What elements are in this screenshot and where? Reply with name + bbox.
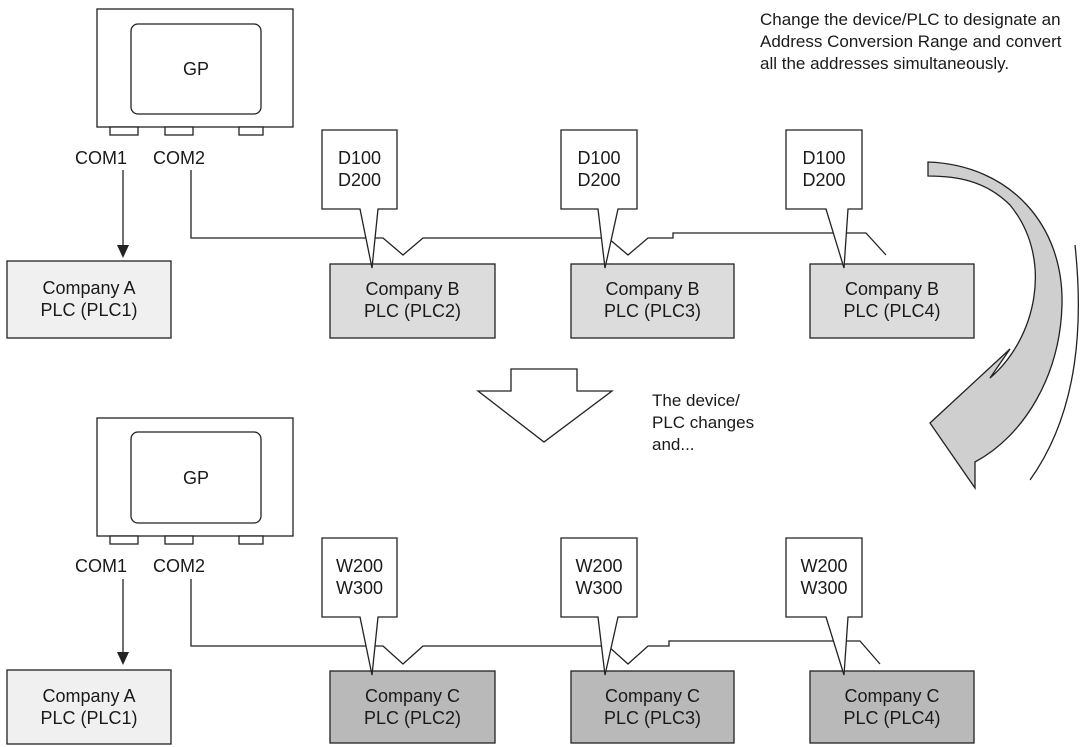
callout-bottom-2 xyxy=(560,537,638,676)
callout-top-3 xyxy=(785,129,863,269)
com1-label-bottom: COM1 xyxy=(75,556,128,576)
com2-bus-bottom xyxy=(190,579,881,665)
plc-a-line1-bottom: Company A xyxy=(42,686,136,706)
address-2: W300 xyxy=(575,578,623,598)
plc-a-line2-top: PLC (PLC1) xyxy=(40,300,138,320)
plc-line1: Company C xyxy=(604,686,701,706)
down-arrow-shape xyxy=(476,368,614,443)
plc-box-top-3 xyxy=(809,263,975,339)
plc-line1: Company B xyxy=(605,279,700,299)
callout-top-1 xyxy=(321,129,398,269)
plc-box-bottom-3 xyxy=(809,670,975,744)
plc-line2: PLC (PLC4) xyxy=(843,708,941,728)
plc-box-bottom-2 xyxy=(570,670,735,744)
plc-label-top-3: Company B PLC (PLC4) xyxy=(810,278,974,322)
address-label-bottom-2: W200 W300 xyxy=(561,555,637,599)
address-1: D100 xyxy=(802,148,846,168)
address-1: W200 xyxy=(800,556,848,576)
note-top: Change the device/PLC to designate an Ad… xyxy=(760,10,1062,73)
plc-a-line1-top: Company A xyxy=(42,278,136,298)
gp-device-top xyxy=(96,8,294,136)
com2-bus-top xyxy=(190,170,887,256)
plc-line2: PLC (PLC3) xyxy=(603,301,702,321)
plc-line1: Company B xyxy=(365,279,460,299)
gp-device-bottom xyxy=(96,417,294,545)
address-label-top-1: D100 D200 xyxy=(322,147,397,191)
gp-label-top: GP xyxy=(182,59,209,79)
address-1: D100 xyxy=(337,148,382,168)
plc-a-box-bottom xyxy=(6,669,172,745)
address-1: D100 xyxy=(577,148,621,168)
address-label-bottom-1: W200 W300 xyxy=(322,555,397,599)
plc-a-box-top xyxy=(6,260,172,339)
address-label-top-3: D100 D200 xyxy=(786,147,862,191)
com1-label-top: COM1 xyxy=(75,148,128,168)
plc-label-top-2: Company B PLC (PLC3) xyxy=(571,278,734,322)
plc-line1: Company C xyxy=(364,686,461,706)
plc-a-line2-bottom: PLC (PLC1) xyxy=(40,708,138,728)
plc-label-bottom-2: Company C PLC (PLC3) xyxy=(571,685,734,729)
callout-bottom-1 xyxy=(321,537,398,676)
address-2: W300 xyxy=(800,578,848,598)
plc-line2: PLC (PLC2) xyxy=(363,708,462,728)
callout-bottom-3 xyxy=(785,537,863,676)
address-label-bottom-3: W200 W300 xyxy=(786,555,862,599)
plc-box-bottom-1 xyxy=(329,670,496,744)
plc-a-label-bottom: Company A PLC (PLC1) xyxy=(7,685,171,729)
address-2: D200 xyxy=(577,170,621,190)
plc-box-top-2 xyxy=(570,263,735,339)
note-middle: The device/ PLC changes and... xyxy=(652,391,755,454)
curved-arrow-shape xyxy=(927,161,1063,491)
arrow-head-top xyxy=(117,245,129,258)
com2-label-top: COM2 xyxy=(153,148,206,168)
address-2: D200 xyxy=(337,170,382,190)
address-2: W300 xyxy=(335,578,384,598)
address-1: W200 xyxy=(575,556,623,576)
plc-label-top-1: Company B PLC (PLC2) xyxy=(330,278,495,322)
plc-a-label-top: Company A PLC (PLC1) xyxy=(7,277,171,321)
plc-line1: Company B xyxy=(844,279,940,299)
plc-box-top-1 xyxy=(329,263,496,339)
plc-label-bottom-3: Company C PLC (PLC4) xyxy=(810,685,974,729)
plc-line1: Company C xyxy=(844,686,940,706)
plc-line2: PLC (PLC2) xyxy=(363,301,462,321)
com2-label-bottom: COM2 xyxy=(153,556,206,576)
plc-line2: PLC (PLC4) xyxy=(843,301,941,321)
plc-line2: PLC (PLC3) xyxy=(603,708,702,728)
address-1: W200 xyxy=(335,556,384,576)
curved-arrow-edge xyxy=(1029,244,1080,481)
address-label-top-2: D100 D200 xyxy=(561,147,637,191)
callout-top-2 xyxy=(560,129,638,269)
gp-label-bottom: GP xyxy=(182,468,209,488)
arrow-head-bottom xyxy=(117,652,129,665)
plc-label-bottom-1: Company C PLC (PLC2) xyxy=(330,685,495,729)
address-2: D200 xyxy=(802,170,846,190)
